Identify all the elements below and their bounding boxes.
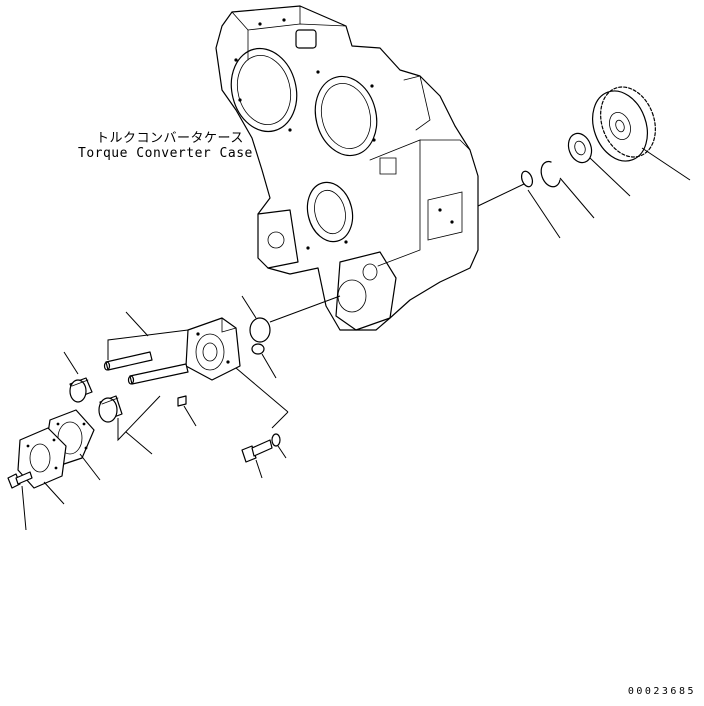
drive-gear: [592, 86, 656, 162]
torque-converter-case: [215, 5, 479, 331]
washer: [271, 433, 281, 447]
dowel-pin: [177, 395, 187, 407]
case-label-en: Torque Converter Case: [78, 146, 253, 161]
o-ring-large: [249, 317, 271, 343]
snap-ring-small: [520, 170, 534, 188]
snap-ring-large: [540, 160, 561, 188]
cover-bolt: [7, 471, 33, 489]
mount-bolt: [241, 439, 273, 463]
pump-gear-upper: [69, 377, 93, 403]
pump-body: [185, 317, 241, 381]
case-bolt-holes: [234, 18, 454, 250]
case-label-jp: トルクコンバータケース: [96, 131, 244, 146]
pump-gear-lower: [98, 395, 123, 423]
bearing: [567, 132, 593, 164]
drawing-number: 00023685: [627, 686, 696, 697]
o-ring-small: [251, 343, 265, 355]
drive-shaft-long: [127, 363, 189, 385]
drive-shaft-short: [103, 351, 153, 371]
